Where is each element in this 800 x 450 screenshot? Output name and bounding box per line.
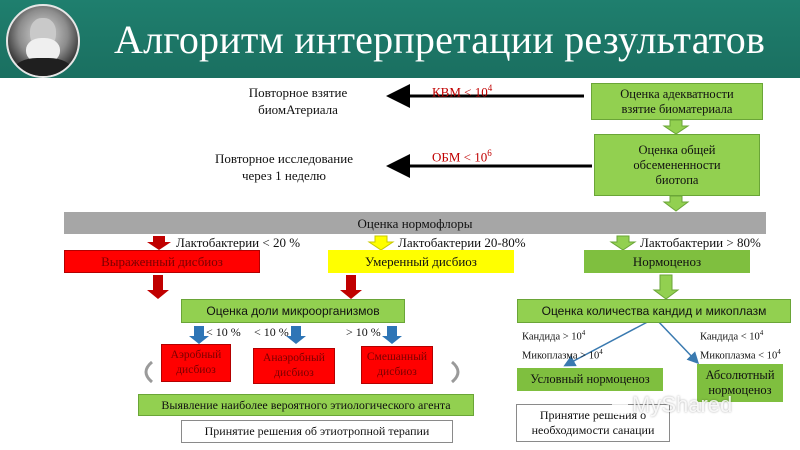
adequacy-box: Оценка адекватности взятие биоматериала <box>591 83 763 120</box>
curved-arrow-right <box>450 360 460 384</box>
etiotropic-decision-box: Принятие решения об этиотропной терапии <box>181 420 453 443</box>
arrow-teal-anaerobic <box>286 326 306 344</box>
lacto-low-text: Лактобактерии < 20 % <box>176 235 301 250</box>
arrow-red-severe <box>147 236 171 250</box>
arrow-teal-mixed <box>382 326 402 344</box>
arrow-diag-left <box>563 317 656 367</box>
aerobic-dysbiosis-box: Аэробный дисбиоз <box>161 344 231 382</box>
moderate-dysbiosis-box: Умеренный дисбиоз <box>328 250 514 273</box>
arrow-green-normo <box>609 235 637 251</box>
pct-aerobic: < 10 % <box>206 325 241 339</box>
watermark: MyShared <box>612 392 732 418</box>
arrow-green-candida <box>652 274 680 300</box>
obm-condition: ОБМ < 106 <box>432 148 492 165</box>
lacto-high-text: Лактобактерии > 80% <box>640 235 761 250</box>
absolute-criteria: Кандида < 104 Микоплазма < 104 <box>700 329 781 361</box>
arrow-red-share-1 <box>147 275 169 299</box>
arrow-down-adequacy <box>662 119 690 135</box>
arrow-down-contamination <box>662 195 690 212</box>
page-title: Алгоритм интерпретации результатов <box>114 17 766 62</box>
watermark-icon <box>612 393 628 415</box>
share-assessment-box: Оценка доли микроорганизмов <box>181 299 405 323</box>
arrow-teal-aerobic <box>189 326 209 344</box>
sanation-decision-box: Принятие решения о необходимости санации <box>516 404 670 442</box>
arrow-yellow-moderate <box>367 235 395 251</box>
conditional-normocenosis-box: Условный нормоценоз <box>517 368 663 391</box>
identify-agent-box: Выявление наиболее вероятного этиологиче… <box>138 394 474 416</box>
title-bar: Алгоритм интерпретации результатов <box>0 0 800 78</box>
candida-assessment-box: Оценка количества кандид и микоплазм <box>517 299 791 323</box>
arrow-red-share-2 <box>340 275 362 299</box>
pct-mixed: > 10 % <box>346 325 381 339</box>
kvm-condition: КВМ < 104 <box>432 83 493 100</box>
absolute-normocenosis-box: Абсолютный нормоценоз <box>697 364 783 402</box>
normocenosis-box: Нормоценоз <box>584 250 750 273</box>
curved-arrow-left <box>144 360 154 384</box>
pct-anaerobic: < 10 % <box>254 325 289 339</box>
conditional-criteria: Кандида > 104 Микоплазма > 104 <box>522 329 603 361</box>
mixed-dysbiosis-box: Смешанный дисбиоз <box>361 346 433 384</box>
repeat-study-text: Повторное исследование через 1 неделю <box>215 151 353 183</box>
contamination-box: Оценка общей обсемененности биотопа <box>594 134 760 196</box>
lacto-mid-text: Лактобактерии 20-80% <box>398 235 526 250</box>
normoflora-bar: Оценка нормофлоры <box>64 212 766 234</box>
anaerobic-dysbiosis-box: Анаэробный дисбиоз <box>253 348 335 384</box>
severe-dysbiosis-box: Выраженный дисбиоз <box>64 250 260 273</box>
repeat-sampling-text: Повторное взятие биомАтериала <box>248 85 348 117</box>
portrait-image <box>6 4 80 78</box>
arrow-diag-right <box>654 317 700 365</box>
